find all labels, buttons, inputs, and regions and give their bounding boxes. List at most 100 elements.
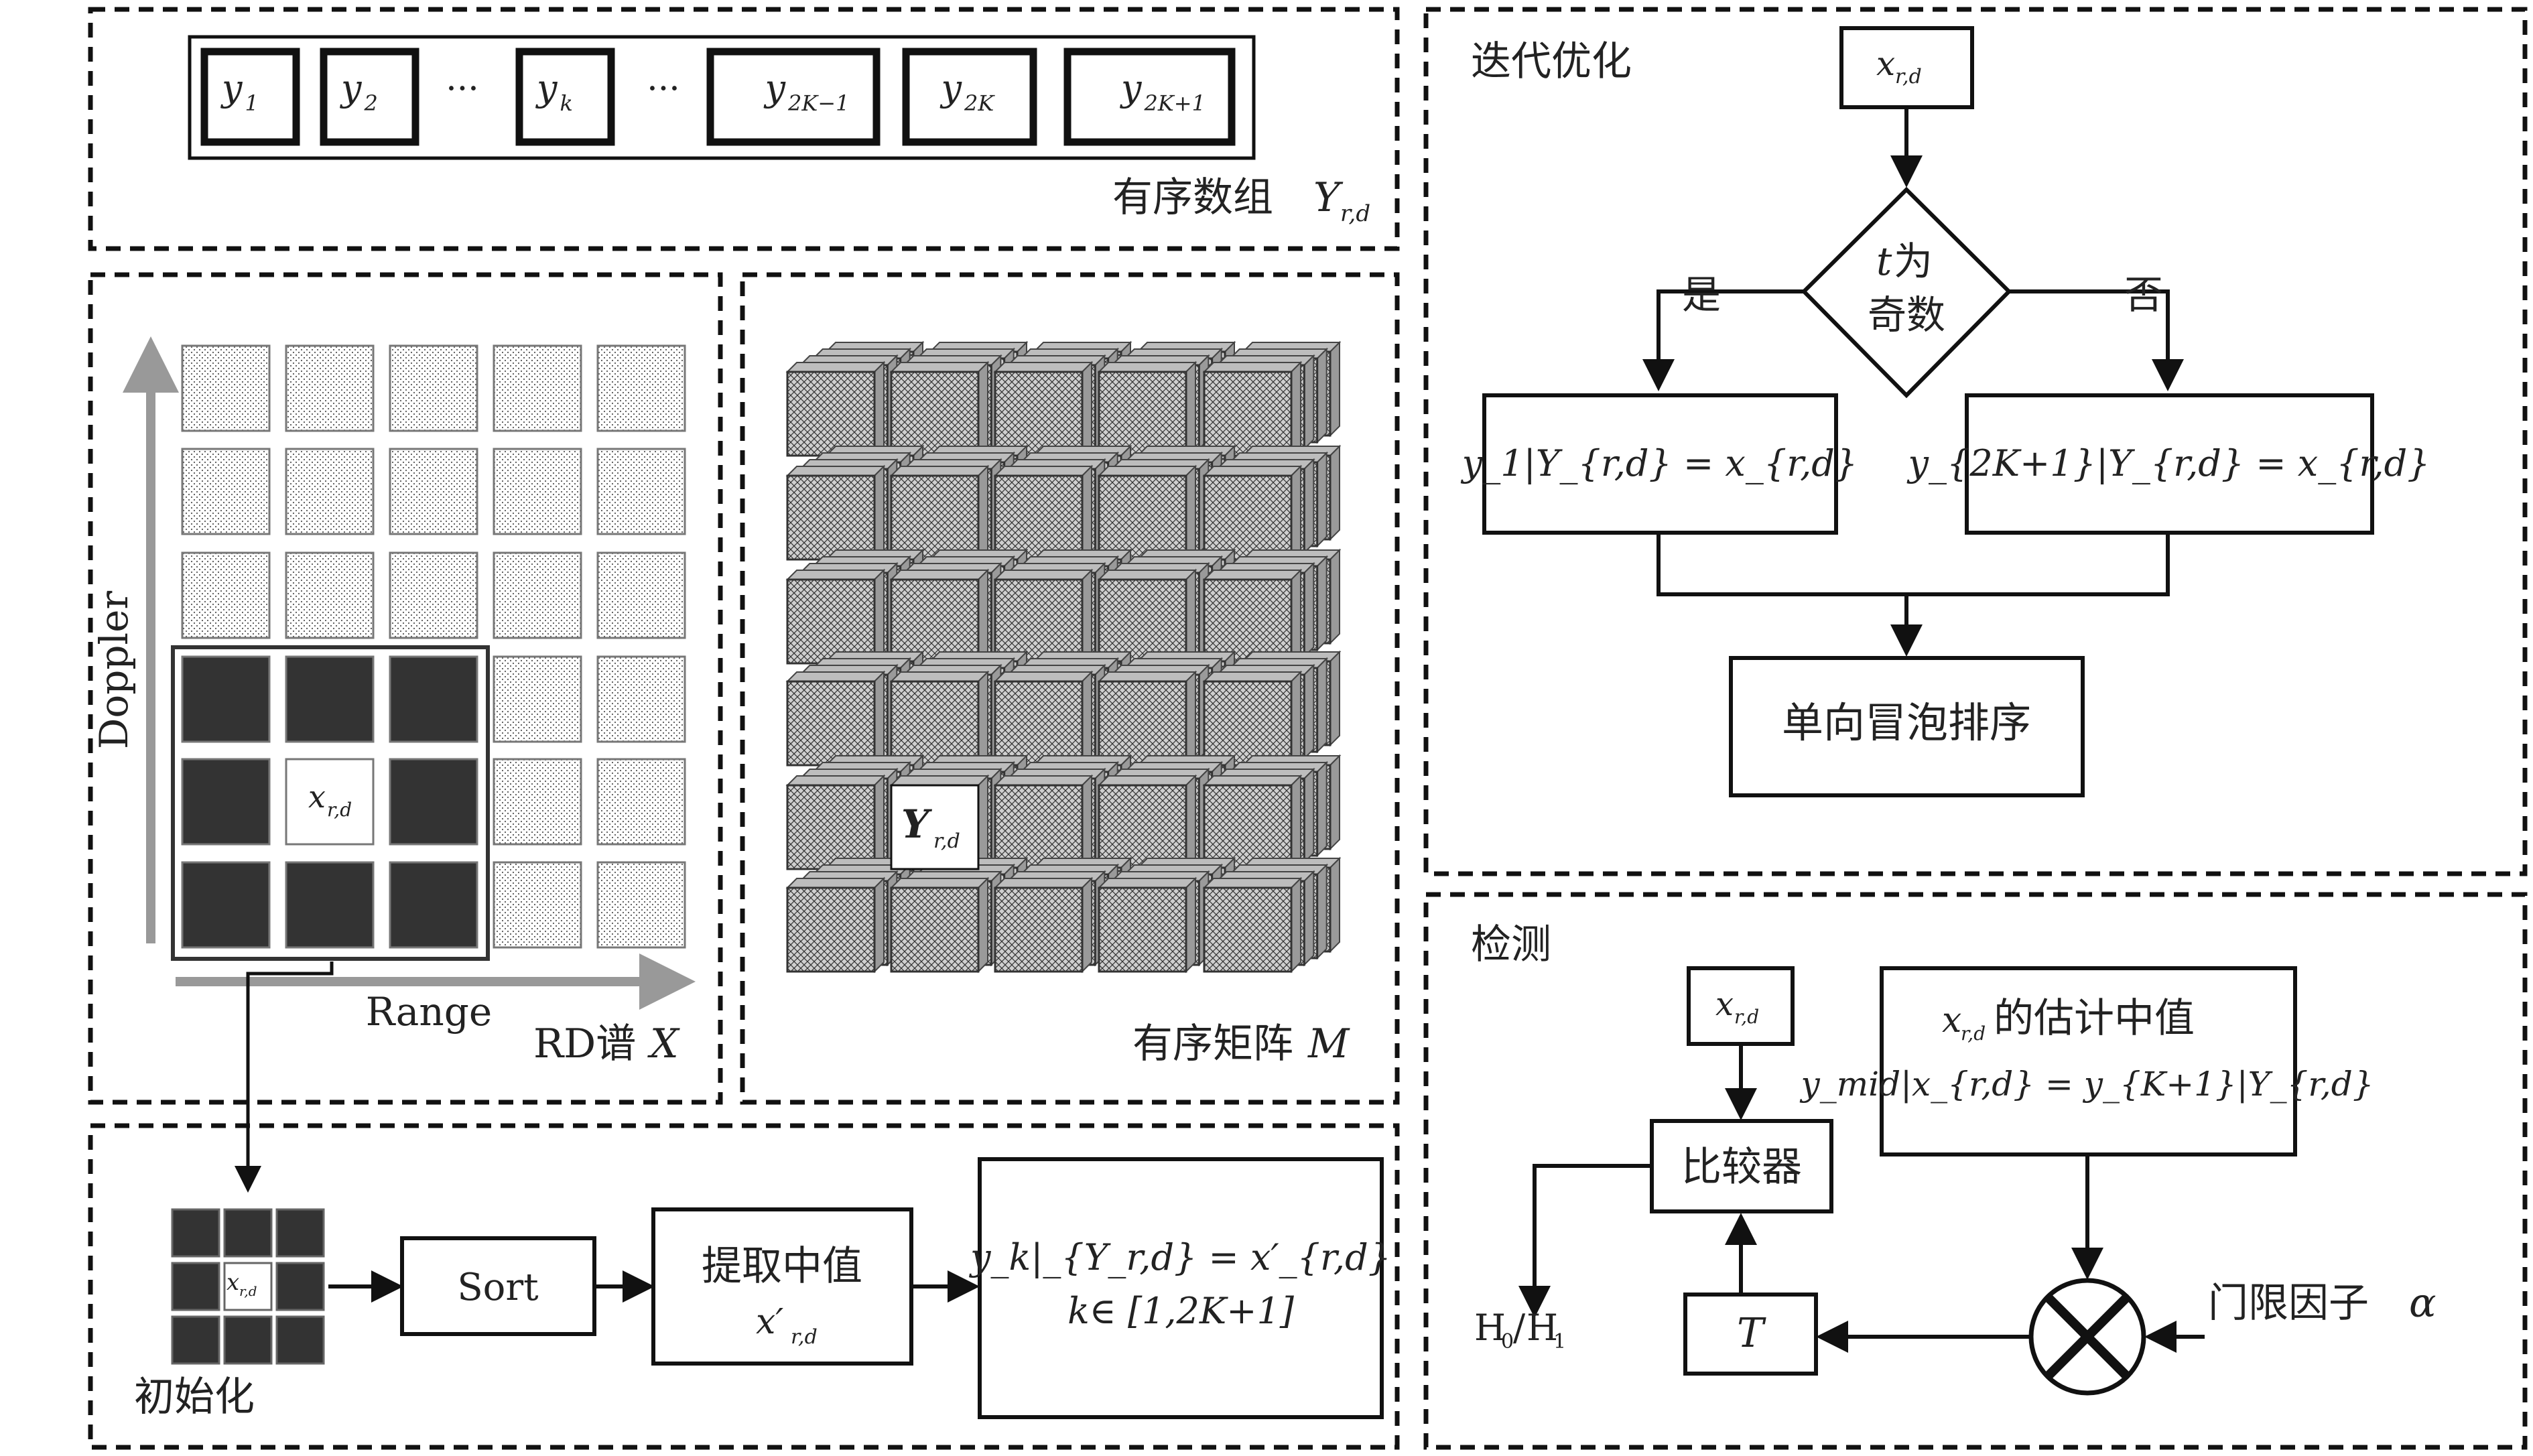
estimate-var: x xyxy=(1942,1000,1961,1041)
array-cell xyxy=(1063,48,1236,146)
matrix-cube xyxy=(785,464,886,561)
panel-rd-spectrum xyxy=(88,272,723,1105)
assign-first-text: y_1|Y_{r,d} = x_{r,d} xyxy=(1461,442,1858,484)
threshold-label: 门限因子 xyxy=(2208,1280,2369,1327)
init-mini-var: x xyxy=(226,1269,239,1296)
init-mini-sub: r,d xyxy=(239,1283,257,1299)
matrix-cube xyxy=(1202,774,1303,871)
matrix-cube xyxy=(993,464,1094,561)
cut-cell-sub: r,d xyxy=(327,799,352,821)
matrix-cube xyxy=(1202,464,1303,561)
mini-cell xyxy=(171,1315,220,1365)
assign-first-box xyxy=(1482,393,1838,535)
rd-cell xyxy=(493,861,582,949)
rd-cell xyxy=(181,551,271,639)
median-sub: r,d xyxy=(791,1325,818,1349)
rd-cell xyxy=(596,344,686,432)
iter-input-box xyxy=(1839,26,1974,109)
array-cell xyxy=(706,48,881,146)
matrix-cube xyxy=(993,360,1094,458)
result-line1: y_k|_{Y_r,d} = x′_{r,d} xyxy=(969,1236,1391,1278)
rd-cell xyxy=(181,448,271,535)
matrix-cube xyxy=(1097,568,1197,665)
ordered-array-caption-sub: r,d xyxy=(1340,200,1370,227)
panel-ordered-matrix xyxy=(740,272,1400,1105)
rd-caption-var: X xyxy=(647,1020,680,1067)
mini-cell xyxy=(275,1315,325,1365)
output-slash: / xyxy=(1513,1307,1526,1349)
array-cell xyxy=(200,48,300,146)
matrix-cube xyxy=(1097,670,1197,767)
estimate-var-sub: r,d xyxy=(1961,1022,1986,1045)
result-box xyxy=(978,1157,1384,1419)
no-branch xyxy=(2009,289,2184,391)
estimate-line2: y_mid|x_{r,d} = y_{K+1}|Y_{r,d} xyxy=(1799,1065,2374,1104)
selected-cube-var: Y xyxy=(901,801,933,847)
decision-line2: 奇数 xyxy=(1868,292,1945,338)
decision-diamond xyxy=(1801,186,2012,399)
bubble-sort-label: 单向冒泡排序 xyxy=(1782,698,2031,747)
matrix-cube xyxy=(1202,670,1303,767)
array-ellipsis: ··· xyxy=(647,69,680,109)
rd-to-init-arrow xyxy=(235,962,334,1193)
det-input-var: x xyxy=(1715,986,1734,1023)
matrix-cube xyxy=(889,876,990,974)
rd-cell xyxy=(389,551,478,639)
iteration-title: 迭代优化 xyxy=(1471,38,1632,85)
array-cell-sub: 2K+1 xyxy=(1144,90,1206,116)
array-cell-sub: 1 xyxy=(245,90,259,116)
rd-cell xyxy=(596,861,686,949)
matrix-cube xyxy=(785,774,886,871)
matrix-cube xyxy=(889,464,990,561)
init-mini-grid xyxy=(171,1208,325,1365)
detection-title: 检测 xyxy=(1471,921,1551,968)
array-cell-sub: 2K−1 xyxy=(787,90,849,116)
array-cell-var: y xyxy=(763,67,786,109)
ordered-array-caption-var: Y xyxy=(1313,174,1344,221)
mini-cell xyxy=(223,1315,273,1365)
rd-cell xyxy=(285,344,375,432)
matrix-cube xyxy=(889,670,990,767)
arrow-to-output xyxy=(1518,1164,1652,1318)
sort-label: Sort xyxy=(457,1266,539,1309)
matrix-cube xyxy=(993,568,1094,665)
comparator-box xyxy=(1650,1119,1833,1213)
rd-cell xyxy=(389,344,478,432)
decision-var: t xyxy=(1876,239,1892,284)
median-box xyxy=(651,1207,913,1366)
matrix-cube xyxy=(1202,360,1303,458)
median-title: 提取中值 xyxy=(702,1243,862,1290)
panel-initialization xyxy=(88,1123,1400,1450)
matrix-cube xyxy=(889,568,990,665)
bubble-sort-box xyxy=(1729,656,2085,797)
rd-cell xyxy=(493,344,582,432)
no-label: 否 xyxy=(2124,272,2163,318)
ordered-array-caption: 有序数组 xyxy=(1112,174,1273,221)
matrix-caption: 有序矩阵 xyxy=(1132,1020,1293,1067)
rd-cell xyxy=(596,655,686,743)
array-cell-sub: 2 xyxy=(364,90,378,116)
rd-grid xyxy=(181,344,686,949)
cut-cell xyxy=(285,758,375,846)
array-ellipsis: ··· xyxy=(446,69,479,109)
panel-ordered-array xyxy=(88,7,1400,251)
array-cell xyxy=(902,48,1037,146)
rd-cell xyxy=(389,448,478,535)
yes-branch xyxy=(1642,289,1804,391)
mini-cell xyxy=(275,1262,325,1311)
rd-cell xyxy=(493,758,582,846)
array-cell xyxy=(320,48,419,146)
matrix-cube xyxy=(1202,876,1303,974)
matrix-cube xyxy=(785,876,886,974)
T-label: T xyxy=(1737,1310,1766,1357)
rd-cell xyxy=(493,448,582,535)
rd-cell xyxy=(181,344,271,432)
comparator-label: 比较器 xyxy=(1681,1144,1802,1191)
matrix-cube xyxy=(993,876,1094,974)
matrix-cube xyxy=(1097,360,1197,458)
rd-cell xyxy=(493,551,582,639)
panel-iteration xyxy=(1423,7,2528,876)
rd-cell xyxy=(596,551,686,639)
matrix-cube xyxy=(1097,876,1197,974)
